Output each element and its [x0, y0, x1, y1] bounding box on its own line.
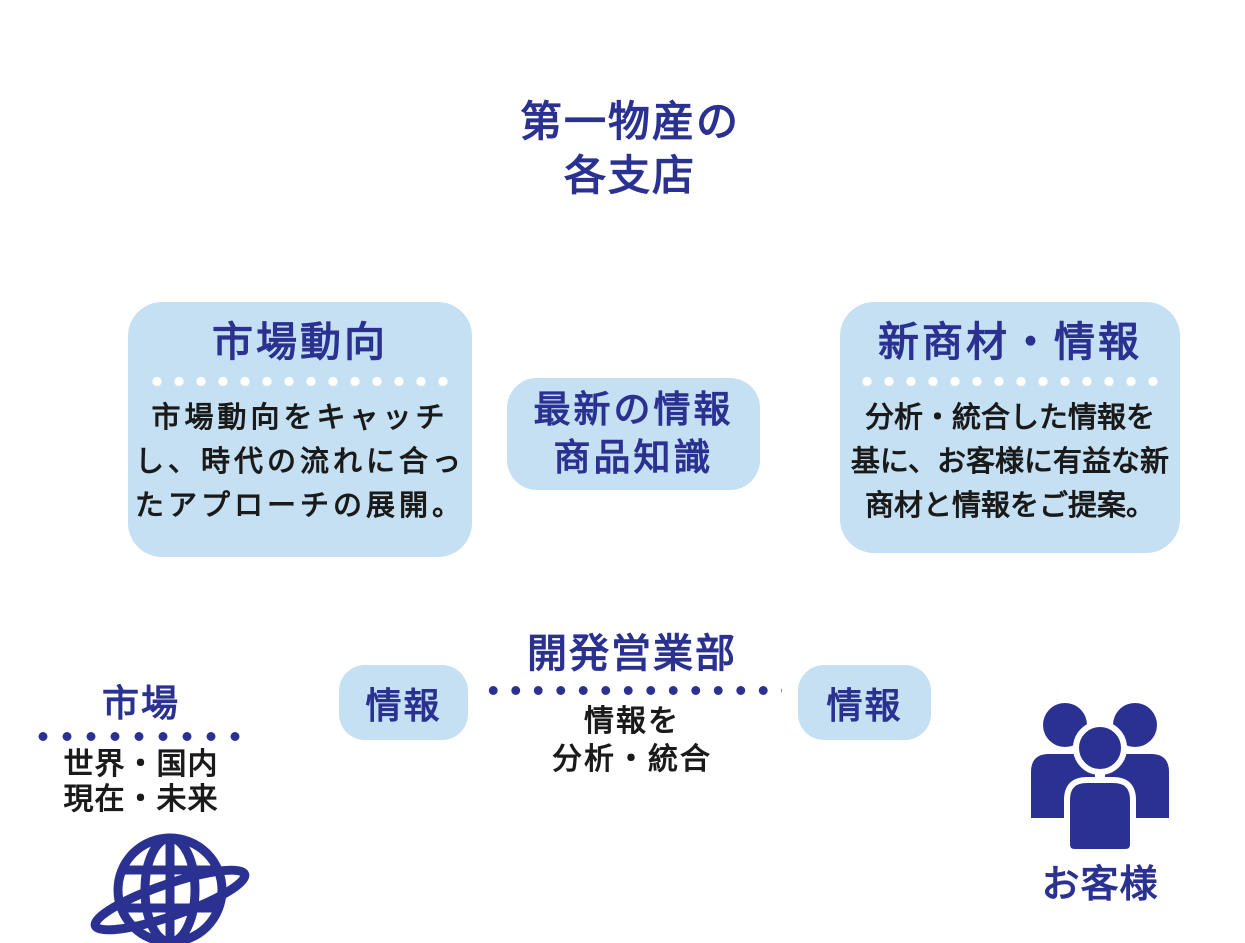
- dev-sales-dept-body: 情報を 分析・統合: [455, 703, 809, 779]
- market-block: 市場 世界・国内 現在・未来: [30, 683, 252, 817]
- market-body: 世界・国内 現在・未来: [30, 747, 252, 817]
- info-badge-left: 情報: [339, 665, 468, 740]
- market-trends-body-line: たアプローチの展開。: [134, 490, 465, 522]
- dotted-separator: [146, 376, 454, 387]
- dotted-separator: [856, 376, 1164, 387]
- dev-sales-dept-body-line2: 分析・統合: [552, 743, 712, 776]
- globe-icon: [90, 833, 250, 943]
- dotted-separator: [31, 731, 251, 742]
- latest-info-box: 最新の情報 商品知識: [507, 378, 760, 490]
- dev-sales-dept-body-line1: 情報を: [584, 705, 680, 738]
- market-trends-body-line: 市場動向をキャッチ: [151, 402, 449, 434]
- new-products-body-line: 基に、お客様に有益な新: [850, 446, 1170, 478]
- customers-label: お客様: [1041, 864, 1159, 906]
- latest-info-line2: 商品知識: [553, 437, 714, 478]
- market-trends-body-line: し、時代の流れに合っ: [134, 446, 465, 478]
- info-badge-right: 情報: [798, 665, 931, 740]
- branches-title-line2: 各支店: [563, 152, 696, 199]
- market-trends-body: 市場動向をキャッチ し、時代の流れに合っ たアプローチの展開。: [128, 396, 472, 528]
- market-body-line2: 現在・未来: [63, 783, 219, 816]
- customers-block: お客様: [1020, 700, 1180, 907]
- branches-title-line1: 第一物産の: [519, 98, 740, 145]
- new-products-box: 新商材・情報 分析・統合した情報を 基に、お客様に有益な新 商材と情報をご提案。: [840, 302, 1180, 553]
- new-products-title: 新商材・情報: [878, 319, 1142, 365]
- people-icon: [1031, 703, 1169, 855]
- market-trends-box: 市場動向 市場動向をキャッチ し、時代の流れに合っ たアプローチの展開。: [128, 302, 472, 557]
- new-products-body: 分析・統合した情報を 基に、お客様に有益な新 商材と情報をご提案。: [840, 396, 1180, 528]
- branches-title: 第一物産の 各支店: [373, 95, 887, 203]
- dev-sales-dept-title: 開発営業部: [527, 632, 737, 676]
- latest-info-line1: 最新の情報: [533, 389, 734, 430]
- market-body-line1: 世界・国内: [63, 748, 219, 781]
- dev-sales-dept-block: 開発営業部 情報を 分析・統合: [455, 630, 809, 779]
- dotted-separator: [482, 685, 782, 696]
- market-title: 市場: [102, 683, 180, 724]
- market-trends-title: 市場動向: [212, 319, 388, 365]
- new-products-body-line: 商材と情報をご提案。: [864, 490, 1155, 522]
- new-products-body-line: 分析・統合した情報を: [864, 402, 1155, 434]
